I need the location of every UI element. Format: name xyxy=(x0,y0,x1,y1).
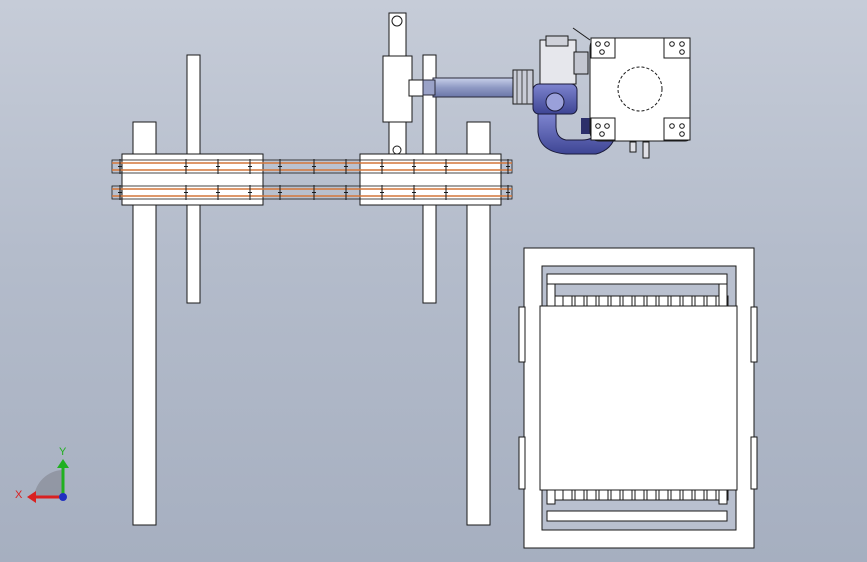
outer-post-right xyxy=(466,121,491,526)
tray-slat xyxy=(682,489,693,501)
outer-post-left xyxy=(132,121,157,526)
tray-slat xyxy=(586,489,597,501)
tray-slat xyxy=(562,295,573,307)
robot-base-bolts xyxy=(590,37,691,141)
tray-slat xyxy=(646,489,657,501)
tray-slat xyxy=(598,489,609,501)
tray-slat xyxy=(658,295,669,307)
pallet-tray xyxy=(518,247,758,549)
coordinate-triad: Y X xyxy=(15,446,69,503)
tray-slat xyxy=(658,489,669,501)
tray-slat xyxy=(610,489,621,501)
robot-shaft xyxy=(432,77,524,98)
tray-top-slats xyxy=(562,295,729,307)
tray-slat xyxy=(694,489,705,501)
tray-slat xyxy=(706,295,717,307)
tray-slat xyxy=(682,295,693,307)
tray-slat xyxy=(634,489,645,501)
tray-slat xyxy=(646,295,657,307)
tray-slat xyxy=(622,489,633,501)
robot-motor xyxy=(539,39,577,85)
linear-rails xyxy=(111,159,513,200)
tray-slat xyxy=(634,295,645,307)
rail-top xyxy=(111,159,513,174)
x-axis-label: X xyxy=(15,489,23,501)
carriage-plate-left xyxy=(121,153,264,206)
origin-dot xyxy=(59,493,67,501)
pivot-hole xyxy=(391,15,403,27)
tray-slat xyxy=(670,489,681,501)
pivot-lower-hole xyxy=(392,145,402,155)
tray-slat xyxy=(562,489,573,501)
robot-arm xyxy=(422,27,691,159)
tray-bottom-rail xyxy=(546,510,728,522)
tray-slat xyxy=(610,295,621,307)
tray-bottom-slats xyxy=(562,489,729,501)
robot-flange xyxy=(512,69,534,105)
rail-bolt-markers xyxy=(118,159,510,200)
tray-slat xyxy=(574,489,585,501)
tray-slat xyxy=(706,489,717,501)
pivot-collar xyxy=(408,79,424,97)
robot-base-bore xyxy=(617,66,663,112)
tray-slat xyxy=(574,295,585,307)
tray-slat xyxy=(694,295,705,307)
tray-slat xyxy=(670,295,681,307)
pivot-bracket xyxy=(382,55,413,123)
tray-slat xyxy=(622,295,633,307)
tray-slat xyxy=(598,295,609,307)
tray-slat xyxy=(586,295,597,307)
rail-bottom xyxy=(111,185,513,200)
tray-top-rail xyxy=(546,273,728,285)
carriage-plate-right xyxy=(359,153,502,206)
y-axis-label: Y xyxy=(59,446,67,458)
tray-center-panel xyxy=(539,305,738,491)
